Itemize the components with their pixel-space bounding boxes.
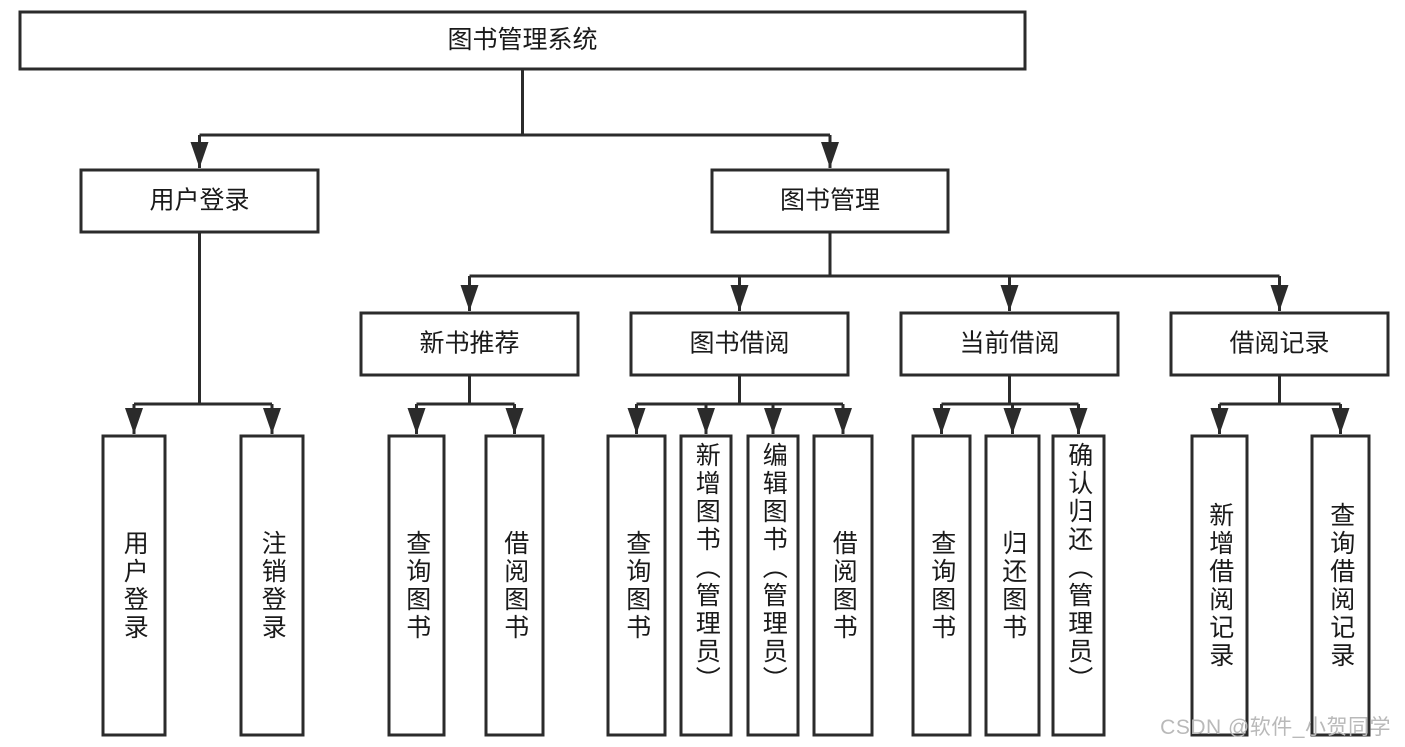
node-box[interactable] <box>710 168 950 234</box>
node-box[interactable] <box>911 434 972 737</box>
node-box[interactable] <box>1310 434 1371 737</box>
node-label-当前借阅: 当前借阅 <box>959 330 1059 358</box>
arrow-head-icon <box>407 408 426 434</box>
node-图书借阅[interactable] <box>629 311 850 377</box>
arrow-head-icon <box>764 408 782 434</box>
arrow-head-icon <box>1210 408 1229 434</box>
node-leaf-3[interactable] <box>484 434 545 737</box>
arrow-head-icon <box>932 408 951 434</box>
arrow-head-icon <box>1069 408 1088 434</box>
node-box[interactable] <box>359 311 580 377</box>
node-label-图书借阅: 图书借阅 <box>689 330 789 358</box>
node-box[interactable] <box>1169 311 1390 377</box>
node-box[interactable] <box>101 434 167 737</box>
arrow-head-icon <box>730 285 749 311</box>
node-label-用户登录: 用户登录 <box>149 187 249 215</box>
node-box[interactable] <box>484 434 545 737</box>
arrow-head-icon <box>263 408 281 434</box>
node-leaf-12[interactable] <box>1310 434 1371 737</box>
arrow-head-icon <box>505 408 524 434</box>
node-label-新书推荐: 新书推荐 <box>419 330 519 358</box>
node-box[interactable] <box>899 311 1120 377</box>
node-box[interactable] <box>629 311 850 377</box>
node-leaf-5[interactable] <box>679 434 733 737</box>
node-leaf-9[interactable] <box>984 434 1041 737</box>
node-leaf-8[interactable] <box>911 434 972 737</box>
arrow-head-icon <box>821 142 839 168</box>
arrow-head-icon <box>697 408 715 434</box>
arrow-head-icon <box>627 408 646 434</box>
node-box[interactable] <box>387 434 446 737</box>
node-图书管理[interactable] <box>710 168 950 234</box>
node-box[interactable] <box>1051 434 1106 737</box>
node-box[interactable] <box>606 434 667 737</box>
node-box[interactable] <box>239 434 305 737</box>
arrow-head-icon <box>1331 408 1350 434</box>
arrow-head-icon <box>1003 408 1022 434</box>
boxes-layer <box>18 10 1390 737</box>
node-leaf-11[interactable] <box>1190 434 1249 737</box>
node-leaf-1[interactable] <box>239 434 305 737</box>
node-box[interactable] <box>679 434 733 737</box>
node-借阅记录[interactable] <box>1169 311 1390 377</box>
node-box[interactable] <box>1190 434 1249 737</box>
arrow-head-icon <box>1000 285 1019 311</box>
node-box[interactable] <box>79 168 320 234</box>
arrow-head-icon <box>190 142 209 168</box>
arrow-head-icon <box>1270 285 1289 311</box>
node-box[interactable] <box>812 434 874 737</box>
node-leaf-2[interactable] <box>387 434 446 737</box>
node-leaf-4[interactable] <box>606 434 667 737</box>
node-label-借阅记录: 借阅记录 <box>1229 330 1329 358</box>
arrow-head-icon <box>834 408 852 434</box>
node-leaf-7[interactable] <box>812 434 874 737</box>
node-label-root-system: 图书管理系统 <box>447 26 597 54</box>
node-用户登录[interactable] <box>79 168 320 234</box>
node-root-system[interactable] <box>18 10 1027 71</box>
arrow-head-icon <box>460 285 479 311</box>
node-当前借阅[interactable] <box>899 311 1120 377</box>
node-leaf-6[interactable] <box>746 434 800 737</box>
node-label-图书管理: 图书管理 <box>780 187 880 215</box>
node-box[interactable] <box>984 434 1041 737</box>
node-新书推荐[interactable] <box>359 311 580 377</box>
node-box[interactable] <box>18 10 1027 71</box>
node-box[interactable] <box>746 434 800 737</box>
node-leaf-10[interactable] <box>1051 434 1106 737</box>
connectors-layer <box>125 69 1350 434</box>
arrow-head-icon <box>125 408 143 434</box>
node-leaf-0[interactable] <box>101 434 167 737</box>
